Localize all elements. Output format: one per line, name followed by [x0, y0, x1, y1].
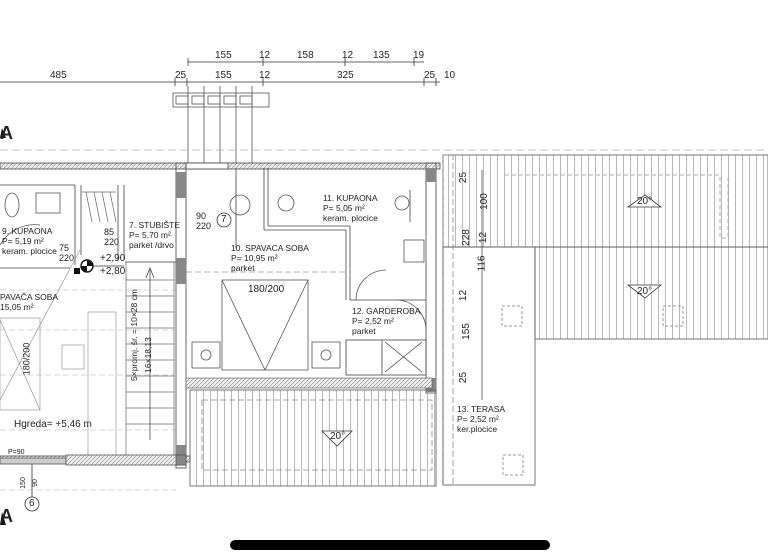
door-width: 90 — [196, 211, 207, 221]
room-7-name: 7. STUBIŠTE — [129, 220, 181, 230]
room-10-name: 10. SPAVACA SOBA — [231, 243, 309, 253]
dim-second-1: 485 — [50, 70, 67, 81]
room-9-area: P= 5,19 m² — [2, 236, 44, 246]
room-7-floor: parket /drvo — [129, 240, 174, 250]
sill-150: 150 — [19, 477, 27, 489]
bottom-strip — [0, 454, 187, 466]
dim-right-7: 155 — [460, 323, 472, 340]
room-9-label: 9. KUPAONA P= 5,19 m² keram. plocice — [2, 226, 57, 256]
bed-main — [191, 279, 341, 371]
section-marker-bottom: A — [0, 506, 13, 526]
room-10-area: P= 10,95 m² — [231, 253, 278, 263]
room-12-area: P= 2,52 m² — [352, 316, 394, 326]
room-12-label: 12. GARDEROBA P= 2,52 m² parket — [352, 306, 421, 336]
room-8-area: 15,05 m² — [0, 302, 34, 312]
door-85-220: 85 220 — [104, 227, 119, 247]
bed-size-main: 180/200 — [248, 284, 285, 295]
room-13-area: P= 2,52 m² — [457, 414, 499, 424]
door-height: 220 — [104, 237, 120, 247]
room-13-label: 13. TERASA P= 2,52 m² ker.plocice — [457, 404, 505, 434]
dim-top-3: 158 — [297, 50, 314, 61]
room-12-name: 12. GARDEROBA — [352, 306, 421, 316]
room-8-label: PAVAČA SOBA 15,05 m² — [0, 292, 58, 312]
bed-size-left: 180/200 — [21, 342, 32, 376]
dim-second-4: 12 — [259, 70, 271, 81]
door-width: 85 — [104, 227, 115, 237]
roof-balcony — [185, 377, 437, 487]
dim-top-1: 155 — [215, 50, 232, 61]
interior-walls — [0, 168, 427, 376]
door-height: 220 — [59, 253, 75, 263]
room-11-area: P= 5,05 m² — [323, 203, 365, 213]
door-height: 220 — [196, 221, 212, 231]
room-12-floor: parket — [352, 326, 376, 336]
dim-second-2: 25 — [175, 70, 187, 81]
ridge-height: Hgreda= +5,46 m — [14, 419, 92, 430]
door-width: 75 — [59, 243, 70, 253]
section-marker-top: A — [0, 123, 13, 143]
roof-slope-3: 20° — [330, 431, 346, 442]
p90-label: P=90 — [8, 449, 25, 456]
home-indicator[interactable] — [230, 540, 550, 550]
room-10-label: 10. SPAVACA SOBA P= 10,95 m² parket — [231, 243, 309, 273]
dim-top-5: 135 — [373, 50, 390, 61]
bathroom-fixtures — [0, 192, 427, 331]
room-13-name: 13. TERASA — [457, 404, 506, 414]
dimension-lines-top — [0, 58, 440, 86]
pergola — [172, 86, 270, 163]
dim-second-5: 325 — [337, 70, 354, 81]
level-marker — [74, 259, 124, 274]
dim-right-2: 100 — [478, 193, 490, 210]
dim-right-4: 12 — [478, 231, 490, 244]
sill-90: 90 — [31, 479, 39, 487]
room-9-name: 9. KUPAONA — [2, 226, 53, 236]
room-8-name: PAVAČA SOBA — [0, 292, 59, 302]
dim-top-4: 12 — [342, 50, 354, 61]
roof-slope-2: 20° — [637, 286, 653, 297]
room-11-floor: keram. plocice — [323, 213, 378, 223]
diagonals — [0, 249, 176, 491]
level-upper: +2,90 — [100, 253, 126, 264]
dim-right-5: 116 — [476, 255, 488, 272]
room-9-floor: keram. plocice — [2, 246, 57, 256]
stair-spec-2: 16×18,13 — [142, 337, 153, 373]
room-11-name: 11. KUPAONA — [323, 193, 378, 203]
door-75-220: 75 220 — [59, 243, 74, 263]
staircase — [82, 191, 175, 463]
room-7-area: P= 5,70 m² — [129, 230, 171, 240]
section-marker-a — [0, 128, 6, 525]
door-90-220: 90 220 — [196, 211, 211, 231]
axis-circles — [24, 212, 232, 512]
axis-marker-7: 7 — [221, 214, 227, 225]
dim-right-1: 25 — [458, 171, 470, 184]
dim-top-2: 12 — [259, 50, 271, 61]
room-13-floor: ker.plocice — [457, 424, 498, 434]
dim-second-3: 155 — [215, 70, 232, 81]
roof-right — [442, 154, 768, 486]
dim-right-8: 25 — [458, 371, 470, 384]
dim-second-6: 25 — [424, 70, 436, 81]
stair-spec-1: 5×promj. šr. = 10×28 cm — [128, 289, 139, 381]
dim-right-6: 12 — [458, 289, 470, 302]
room-11-label: 11. KUPAONA P= 5,05 m² keram. plocice — [323, 193, 378, 223]
dim-top-6: 19 — [413, 50, 425, 61]
room-7-label: 7. STUBIŠTE P= 5,70 m² parket /drvo — [129, 220, 180, 250]
dim-second-7: 10 — [444, 70, 456, 81]
axis-marker-6: 6 — [29, 498, 35, 509]
dim-right-3: 228 — [460, 229, 472, 246]
roof-slope-1: 20° — [637, 196, 653, 207]
room-10-floor: parket — [231, 263, 255, 273]
level-lower: +2,80 — [100, 266, 126, 277]
